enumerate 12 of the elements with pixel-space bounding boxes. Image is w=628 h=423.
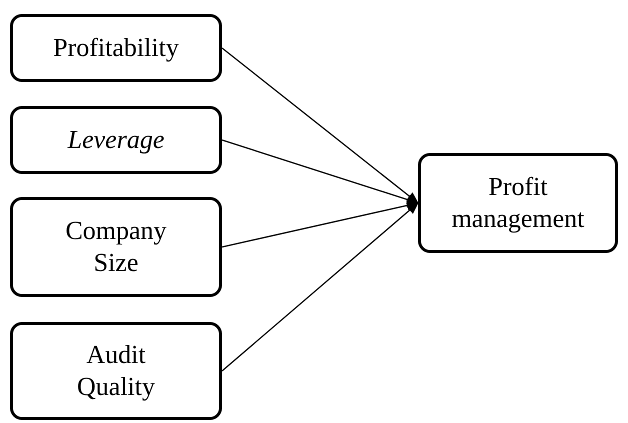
variable-box (10, 197, 222, 297)
arrow (222, 202, 419, 372)
variable-box (10, 322, 222, 420)
variable-box (10, 14, 222, 82)
box-label: Profitability (53, 32, 179, 64)
variable-box (418, 153, 618, 253)
arrow (222, 47, 419, 204)
box-label: Leverage (68, 124, 164, 156)
box-label: Audit Quality (76, 338, 156, 403)
variable-box (10, 106, 222, 174)
box-label: Company Size (64, 214, 168, 279)
box-label: Profit management (450, 170, 586, 235)
